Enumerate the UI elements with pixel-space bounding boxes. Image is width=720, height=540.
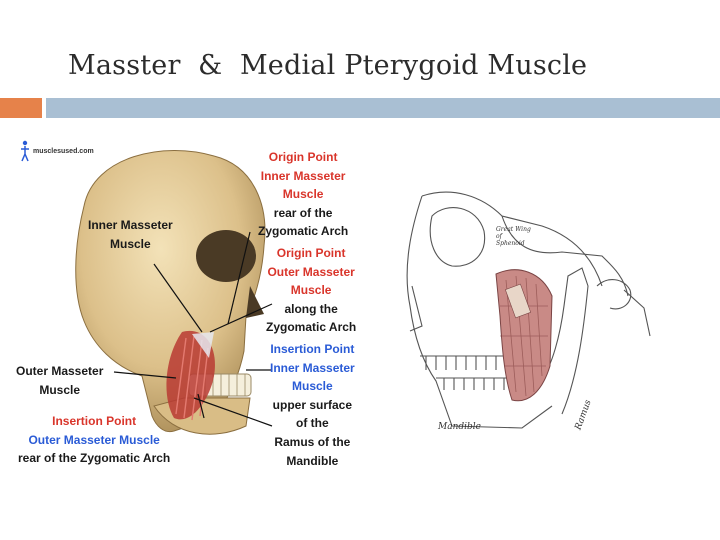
musclesused-logo: musclesused.com (20, 140, 94, 162)
pterygoid-drawing (406, 191, 651, 429)
label-insertion-outer: Insertion Point Outer Masseter Muscle re… (18, 414, 171, 466)
label-origin-inner: Origin Point Inner Masseter Muscle rear … (258, 150, 349, 239)
label-mandible: Mandible (438, 422, 481, 432)
medial-pterygoid-illustration: Mandible Ramus Great Wing of Sphenoid (392, 156, 654, 446)
label-great-wing-sphenoid: Great Wing of Sphenoid (496, 226, 531, 247)
label-insertion-inner: Insertion Point Inner Masseter Muscle up… (270, 342, 355, 468)
accent-bar-orange (0, 98, 42, 118)
label-origin-outer: Origin Point Outer Masseter Muscle along… (266, 246, 357, 335)
skull-drawing (75, 150, 273, 435)
accent-bar-blue (46, 98, 720, 118)
slide-title: Masster & Medial Pterygoid Muscle (68, 50, 588, 81)
figure-icon (21, 140, 29, 162)
logo-text: musclesused.com (33, 147, 94, 155)
